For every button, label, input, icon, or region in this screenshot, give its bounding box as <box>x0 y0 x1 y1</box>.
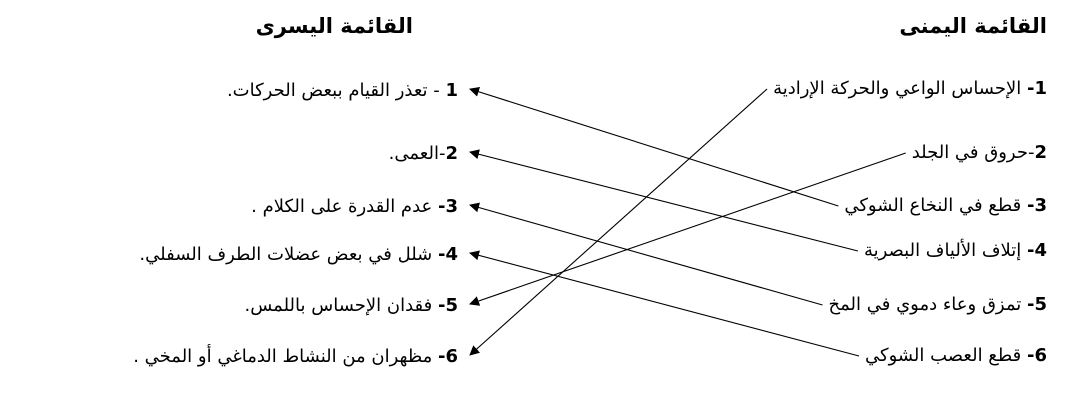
match-arrow-6-to-4 <box>469 250 860 357</box>
left-item-text: - تعذر القيام ببعض الحركات. <box>226 80 446 101</box>
match-arrow-1-to-6 <box>469 88 768 356</box>
left-item-6: 6- مظهران من النشاط الدماغي أو المخي . <box>133 344 458 370</box>
left-item-number: 1 <box>445 80 458 101</box>
right-item-text: قطع في النخاع الشوكي <box>844 195 1027 216</box>
left-item-text: عدم القدرة على الكلام . <box>251 196 438 217</box>
right-item-1: 1- الإحساس الواعي والحركة الإرادية <box>773 76 1047 102</box>
left-item-2: 2-العمى. <box>389 141 458 167</box>
left-item-text: شلل في بعض عضلات الطرف السفلي. <box>139 244 438 265</box>
left-item-number: 3- <box>437 196 458 217</box>
right-item-number: 6- <box>1026 345 1047 366</box>
right-item-text: إتلاف الألياف البصرية <box>863 240 1027 261</box>
left-item-number: 2 <box>445 143 458 164</box>
right-item-number: 3- <box>1026 195 1047 216</box>
left-item-text: مظهران من النشاط الدماغي أو المخي . <box>133 346 438 367</box>
match-arrow-4-to-2 <box>469 149 859 252</box>
left-item-text: فقدان الإحساس باللمس. <box>244 295 438 316</box>
right-item-text: -حروق في الجلد <box>911 142 1035 163</box>
left-item-number: 5- <box>437 295 458 316</box>
right-item-6: 6- قطع العصب الشوكي <box>865 343 1047 369</box>
right-item-3: 3- قطع في النخاع الشوكي <box>844 193 1047 219</box>
left-item-number: 4- <box>437 244 458 265</box>
left-item-3: 3- عدم القدرة على الكلام . <box>251 194 458 220</box>
right-item-4: 4- إتلاف الألياف البصرية <box>864 238 1047 264</box>
match-arrow-3-to-1 <box>469 86 839 207</box>
match-arrow-2-to-5 <box>469 152 906 306</box>
left-item-text: -العمى. <box>388 143 446 164</box>
left-item-number: 6- <box>437 346 458 367</box>
right-item-number: 1- <box>1026 78 1047 99</box>
right-item-number: 5- <box>1026 294 1047 315</box>
right-item-5: 5- تمزق وعاء دموي في المخ <box>829 292 1047 318</box>
left-list-title: القائمة اليسرى <box>255 14 413 38</box>
right-item-2: 2-حروق في الجلد <box>912 140 1047 166</box>
match-arrow-5-to-3 <box>469 202 823 306</box>
right-item-text: الإحساس الواعي والحركة الإرادية <box>773 78 1027 99</box>
left-item-4: 4- شلل في بعض عضلات الطرف السفلي. <box>139 242 458 268</box>
left-item-1: 1 - تعذر القيام ببعض الحركات. <box>227 78 458 104</box>
right-item-text: تمزق وعاء دموي في المخ <box>828 294 1027 315</box>
left-item-5: 5- فقدان الإحساس باللمس. <box>245 293 458 319</box>
right-item-number: 2 <box>1034 142 1047 163</box>
right-item-text: قطع العصب الشوكي <box>865 345 1027 366</box>
right-list-title: القائمة اليمنى <box>899 14 1047 38</box>
right-item-number: 4- <box>1026 240 1047 261</box>
